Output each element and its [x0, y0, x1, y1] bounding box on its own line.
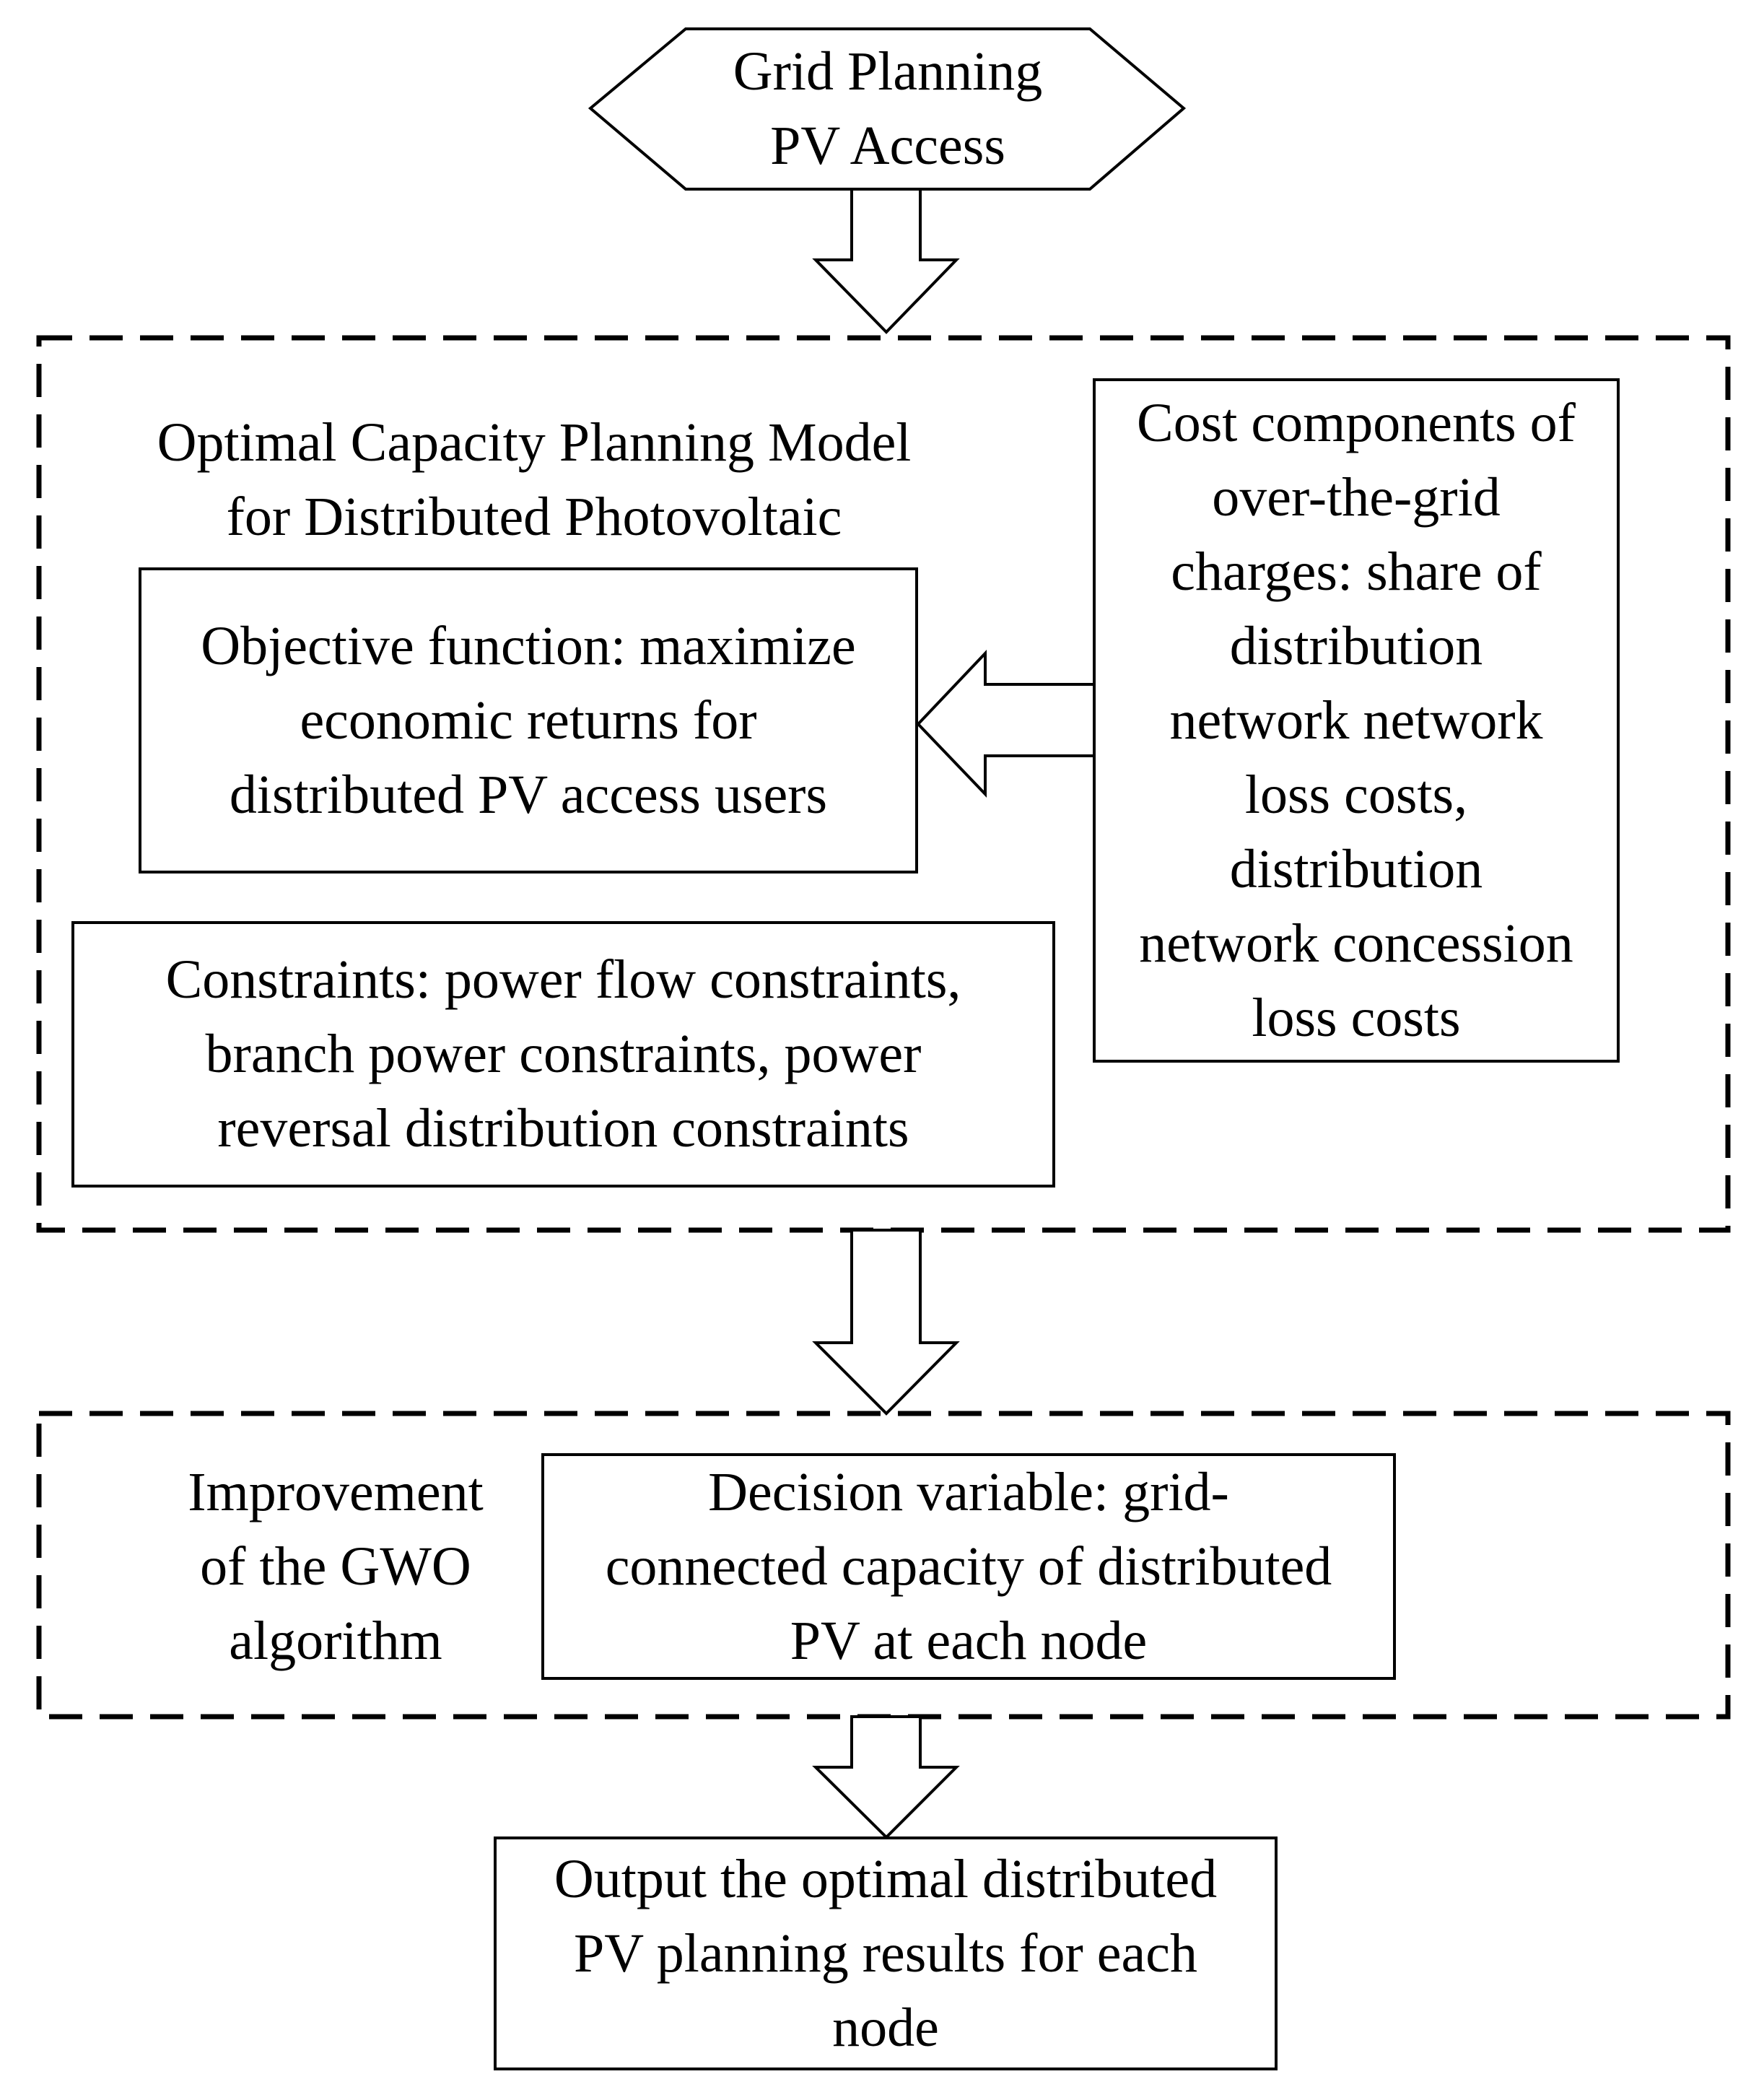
- objective-line: distributed PV access users: [229, 764, 828, 825]
- model-title: Optimal Capacity Planning Model for Dist…: [94, 404, 974, 556]
- decision-line: PV at each node: [790, 1610, 1148, 1671]
- model-title-line: Optimal Capacity Planning Model: [157, 412, 912, 473]
- decision-text: Decision variable: grid- connected capac…: [544, 1458, 1393, 1676]
- cost-line: loss costs,: [1244, 764, 1468, 825]
- decision-box: [541, 1453, 1396, 1680]
- decision-line: connected capacity of distributed: [605, 1535, 1332, 1597]
- constraints-line: branch power constraints, power: [205, 1024, 922, 1084]
- constraints-text: Constraints: power flow constraints, bra…: [74, 925, 1052, 1183]
- output-line: node: [832, 1997, 939, 2058]
- start-label: Grid Planning PV Access: [635, 32, 1140, 186]
- model-title-line: for Distributed Photovoltaic: [226, 487, 842, 547]
- start-label-line: PV Access: [770, 116, 1005, 176]
- cost-line: charges: share of: [1171, 541, 1542, 602]
- constraints-box: [71, 921, 1055, 1188]
- cost-line: Cost components of: [1137, 392, 1576, 453]
- arrow-start-to-model: [812, 188, 960, 334]
- algorithm-label-line: of the GWO: [200, 1535, 471, 1597]
- model-dashed-container: [36, 335, 1731, 1233]
- cost-line: loss costs: [1252, 987, 1461, 1048]
- start-label-line: Grid Planning: [733, 41, 1043, 102]
- constraints-line: reversal distribution constraints: [217, 1098, 909, 1159]
- cost-line: network concession: [1139, 912, 1573, 974]
- algorithm-label-line: algorithm: [229, 1610, 442, 1671]
- arrow-algorithm-to-output: [812, 1715, 960, 1839]
- output-text: Output the optimal distributed PV planni…: [497, 1841, 1275, 2066]
- cost-line: network network: [1169, 689, 1543, 751]
- objective-text: Objective function: maximize economic re…: [141, 572, 915, 869]
- decision-line: Decision variable: grid-: [708, 1461, 1229, 1522]
- arrow-cost-to-objective: [916, 649, 1096, 798]
- cost-line: distribution: [1229, 615, 1483, 676]
- output-box: [494, 1837, 1278, 2070]
- cost-line: over-the-grid: [1212, 466, 1501, 528]
- output-line: PV planning results for each: [574, 1922, 1197, 1984]
- arrow-model-to-algorithm: [812, 1229, 960, 1416]
- algorithm-label-line: Improvement: [188, 1461, 484, 1522]
- output-line: Output the optimal distributed: [554, 1848, 1218, 1909]
- start-hexagon: [588, 27, 1187, 191]
- constraints-line: Constraints: power flow constraints,: [165, 949, 961, 1010]
- objective-line: Objective function: maximize: [201, 615, 856, 676]
- objective-box: [139, 567, 918, 873]
- cost-line: distribution: [1229, 838, 1483, 899]
- algorithm-label: Improvement of the GWO algorithm: [115, 1451, 556, 1682]
- objective-line: economic returns for: [300, 689, 757, 751]
- cost-text: Cost components of over-the-grid charges…: [1096, 383, 1617, 1058]
